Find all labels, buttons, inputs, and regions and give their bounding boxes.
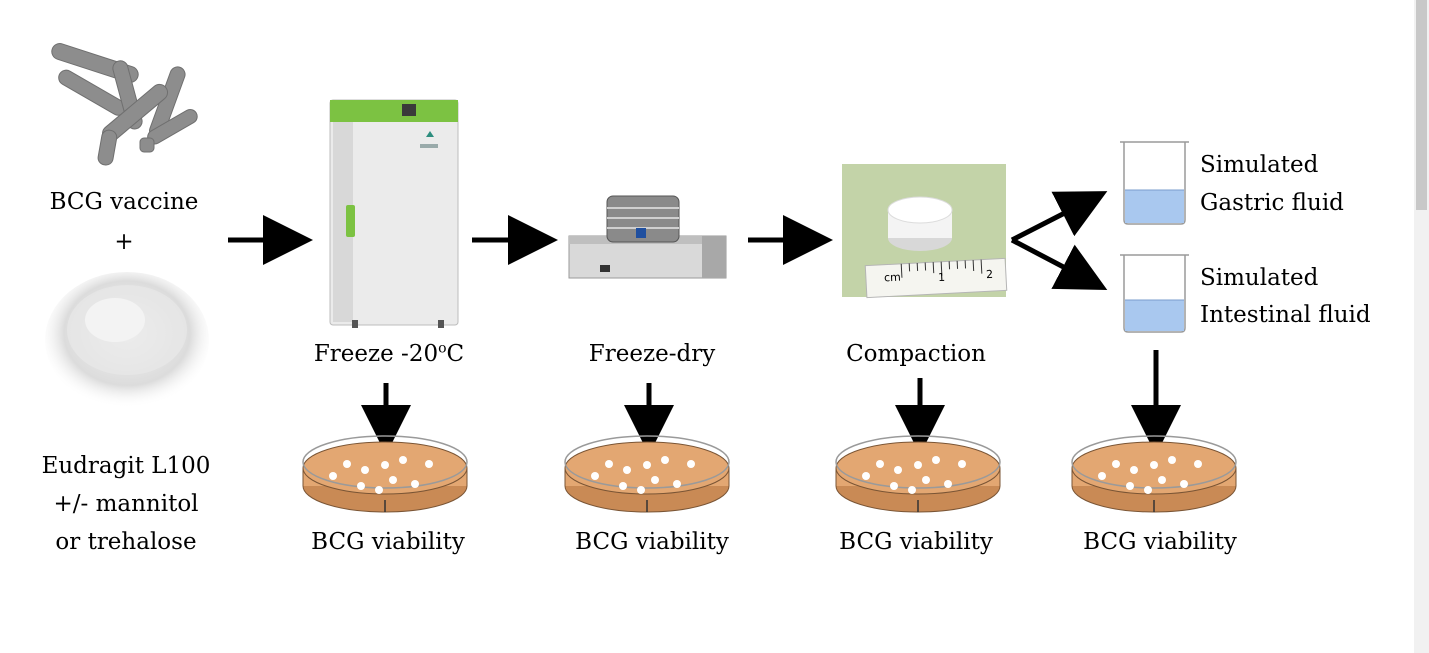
- intestinal-label-line2: Intestinal fluid: [1200, 302, 1371, 328]
- bacterial-colony: [1194, 460, 1202, 468]
- petri-dish-4: [1071, 435, 1237, 513]
- ruler-unit-label: cm: [883, 270, 902, 285]
- viability-label-4: BCG viability: [1083, 529, 1237, 555]
- freezer-illustration: [329, 99, 459, 328]
- bacterial-colony: [1144, 486, 1152, 494]
- bacterial-colony: [1180, 480, 1188, 488]
- bacterial-colony: [343, 460, 351, 468]
- bacterial-colony: [605, 460, 613, 468]
- tablet-photo: [842, 164, 1008, 299]
- bacterial-colony: [894, 466, 902, 474]
- bacterial-colony: [661, 456, 669, 464]
- bacterial-colony: [1130, 466, 1138, 474]
- gastric-label-line2: Gastric fluid: [1200, 190, 1344, 216]
- intestinal-label-line1: Simulated: [1200, 265, 1319, 291]
- vertical-scrollbar[interactable]: [1414, 0, 1429, 653]
- plus-sign: +: [114, 229, 134, 255]
- bacterial-colony: [932, 456, 940, 464]
- bacterial-colony: [623, 466, 631, 474]
- compaction-step-label: Compaction: [846, 341, 986, 367]
- bacterial-colony: [1126, 482, 1134, 490]
- arrow-to-gastric: [1010, 191, 1108, 243]
- bacterial-colony: [1168, 456, 1176, 464]
- bacterial-colony: [399, 456, 407, 464]
- bacterial-colony: [687, 460, 695, 468]
- bacterial-colony: [651, 476, 659, 484]
- bacterial-colony: [591, 472, 599, 480]
- viability-label-1: BCG viability: [311, 529, 465, 555]
- ruler-tick-1-label: 1: [937, 270, 946, 285]
- bacterial-colony: [643, 461, 651, 469]
- petri-dish-3: [835, 435, 1001, 513]
- polymer-label-line1: Eudragit L100: [41, 453, 211, 479]
- bacterial-colony: [411, 480, 419, 488]
- bacterial-colony: [944, 480, 952, 488]
- powder-illustration: [45, 272, 209, 408]
- bacterial-colony: [619, 482, 627, 490]
- petri-dish-2: [564, 435, 730, 513]
- polymer-label-line2: +/- mannitol: [53, 491, 199, 517]
- bacterial-colony: [922, 476, 930, 484]
- ruler-tick-2-label: 2: [985, 267, 994, 282]
- petri-dish-1: [302, 435, 468, 513]
- freeze-step-label: Freeze -20oC: [313, 340, 465, 367]
- gastric-beaker-illustration: [1120, 141, 1189, 225]
- bcg-vaccine-label: BCG vaccine: [49, 189, 199, 215]
- viability-label-3: BCG viability: [839, 529, 993, 555]
- bacterial-colony: [329, 472, 337, 480]
- bacteria-illustration: [51, 43, 198, 166]
- bacterial-colony: [637, 486, 645, 494]
- intestinal-beaker-illustration: [1120, 254, 1189, 333]
- bacterial-colony: [862, 472, 870, 480]
- bacterial-colony: [1098, 472, 1106, 480]
- bacterial-colony: [425, 460, 433, 468]
- bacterial-colony: [375, 486, 383, 494]
- bacterial-colony: [958, 460, 966, 468]
- bacterial-colony: [361, 466, 369, 474]
- bacterial-colony: [876, 460, 884, 468]
- viability-label-2: BCG viability: [575, 529, 729, 555]
- bacterial-colony: [914, 461, 922, 469]
- bacterial-colony: [1150, 461, 1158, 469]
- bacterial-colony: [1112, 460, 1120, 468]
- bacterial-colony: [1158, 476, 1166, 484]
- gastric-label-line1: Simulated: [1200, 152, 1319, 178]
- bacterial-colony: [908, 486, 916, 494]
- bacterial-colony: [381, 461, 389, 469]
- scrollbar-thumb[interactable]: [1416, 0, 1427, 210]
- bacterial-colony: [357, 482, 365, 490]
- arrow-to-intestinal: [1010, 237, 1108, 290]
- bacterial-colony: [890, 482, 898, 490]
- bacterial-colony: [389, 476, 397, 484]
- bacterial-colony: [673, 480, 681, 488]
- freeze-dryer-illustration: [568, 195, 727, 279]
- polymer-label-line3: or trehalose: [55, 529, 197, 555]
- freeze-dry-step-label: Freeze-dry: [588, 341, 716, 367]
